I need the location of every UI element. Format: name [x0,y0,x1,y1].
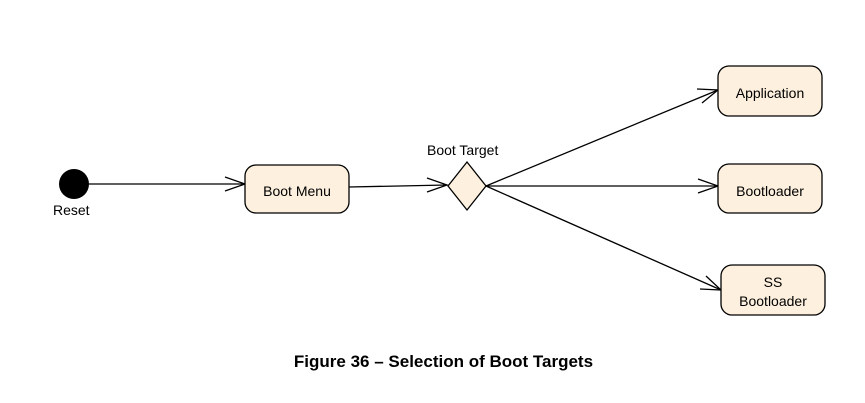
ss-bootloader-label-line1: SS [764,274,783,290]
state-ss-bootloader [720,264,826,316]
initial-node [59,169,89,199]
figure-caption-text: Figure 36 – Selection of Boot Targets [293,352,594,371]
edge-decision-to-application [485,89,719,187]
decision-node [447,160,487,212]
state-bootloader [717,163,823,214]
reset-label: Reset [53,202,90,218]
figure-caption: Figure 36 – Selection of Boot Targets [0,352,865,372]
ss-bootloader-label-line2: Bootloader [739,293,807,309]
edge-boot-menu-to-decision [348,184,448,188]
decision-label: Boot Target [427,142,498,158]
edge-decision-to-ss-bootloader [485,185,722,291]
bootloader-label: Bootloader [736,183,804,199]
arrowhead-ss-bootloader [699,275,723,291]
boot-menu-label: Boot Menu [263,183,331,199]
state-boot-menu [244,164,350,214]
state-application [717,65,823,117]
arrowhead-decision [426,177,449,193]
application-label: Application [736,85,805,101]
